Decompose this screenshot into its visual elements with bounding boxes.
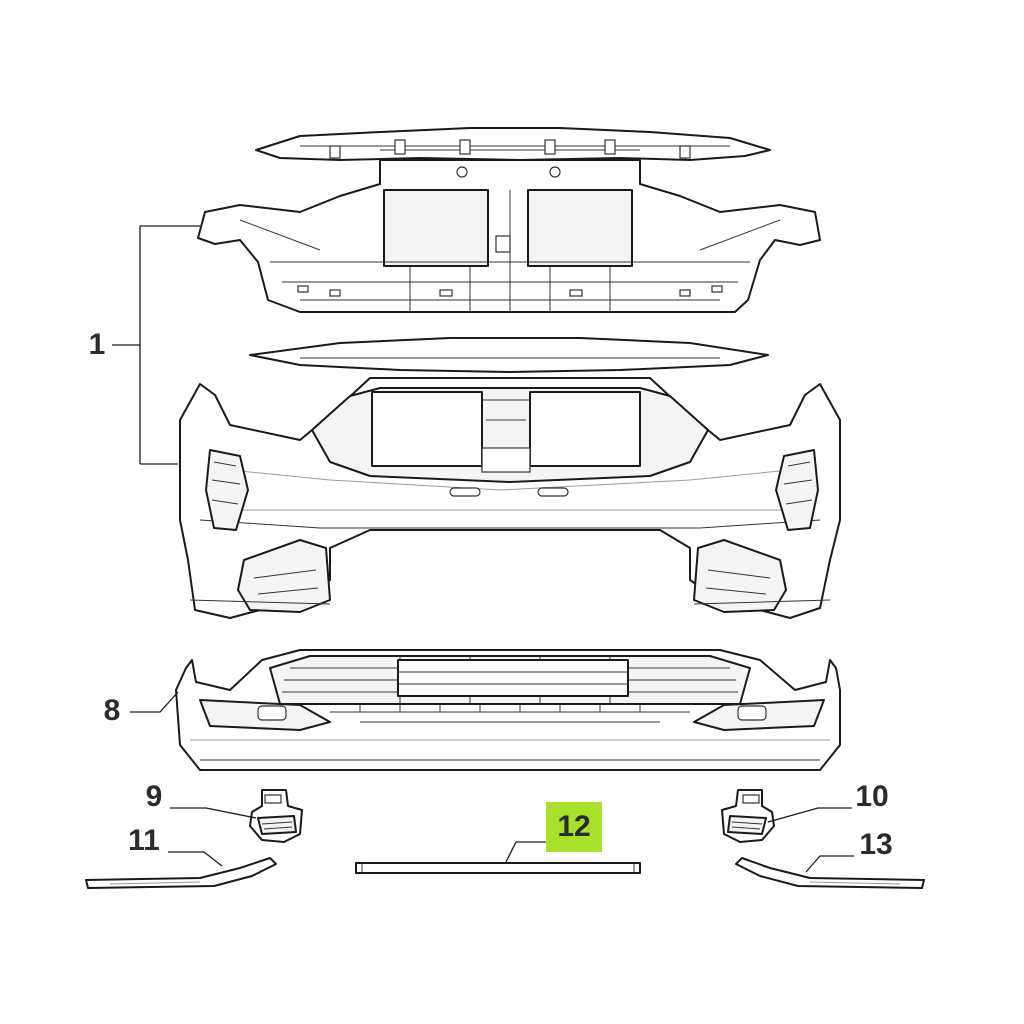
upper-absorber-beam[interactable] [255,127,771,161]
top-trim-strip[interactable] [249,337,769,373]
callout-10[interactable]: 10 [855,780,888,813]
callout-11[interactable]: 11 [128,824,160,857]
callout-13[interactable]: 13 [859,828,892,861]
center-trim-rod[interactable] [355,862,641,874]
leader-13 [805,855,854,873]
bumper-carrier-frame[interactable] [197,159,821,313]
callout-1[interactable]: 1 [89,328,106,361]
leader-12 [505,841,546,863]
right-lower-trim[interactable] [735,857,925,889]
leader-10 [767,807,852,823]
left-fog-bracket[interactable] [249,789,303,843]
left-lower-trim[interactable] [85,857,277,889]
leader-8 [130,691,179,713]
leader-1 [112,225,200,465]
right-fog-bracket[interactable] [721,789,775,843]
callout-8[interactable]: 8 [104,694,121,727]
leader-9 [170,807,257,819]
callout-9[interactable]: 9 [146,780,163,813]
callout-12-highlight [546,802,602,852]
bumper-cover[interactable] [179,377,841,619]
callout-12[interactable]: 12 [557,810,590,843]
leader-11 [168,851,223,867]
lower-spoiler-panel[interactable] [175,649,841,771]
